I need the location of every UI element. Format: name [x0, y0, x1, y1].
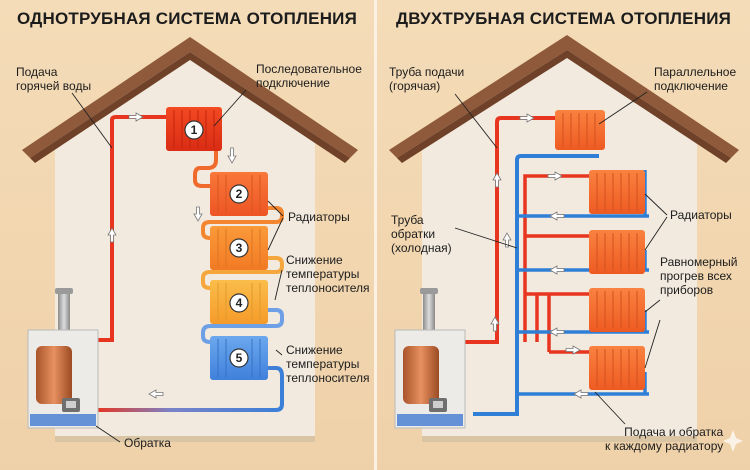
one-pipe-diagram: 1 2 3 4 5: [22, 37, 358, 443]
label-radiators: Радиаторы: [670, 208, 732, 222]
connector-2-3: [201, 206, 284, 240]
label-hot-supply: Подача горячей воды: [16, 65, 92, 93]
house-shadow: [55, 436, 315, 442]
label-serial-connection: Последовательное подключение: [256, 62, 362, 90]
cold-return-riser: [473, 154, 599, 416]
house-shadow: [422, 436, 697, 442]
svg-text:1: 1: [191, 123, 198, 137]
radiator-5: [589, 346, 645, 390]
one-pipe-title: ОДНОТРУБНАЯ СИСТЕМА ОТОПЛЕНИЯ: [16, 9, 358, 28]
label-temp-drop-1: Снижение температуры теплоносителя: [286, 253, 370, 295]
flow-arrow-icon: [490, 113, 589, 399]
radiator-2-number: 2: [229, 184, 249, 204]
two-pipe-panel: ДВУХТРУБНАЯ СИСТЕМА ОТОПЛЕНИЯ: [377, 0, 750, 470]
radiator-3-number: 3: [229, 238, 249, 258]
label-parallel-connection: Параллельное подключение: [654, 65, 737, 93]
hot-supply-pipe: [98, 115, 168, 342]
flow-arrow-icon: [107, 112, 237, 399]
leader-lines: [71, 89, 284, 443]
label-return-pipe: Труба обратки (холодная): [391, 213, 452, 255]
sparkle-icon: [723, 430, 743, 452]
connector-1-2: [193, 148, 218, 188]
label-radiators: Радиаторы: [288, 210, 350, 224]
leader-lines: [454, 91, 668, 425]
label-return: Обратка: [124, 436, 171, 450]
svg-text:5: 5: [236, 351, 243, 365]
radiator-5-number: 5: [229, 348, 249, 368]
radiator-1-number: 1: [184, 120, 204, 140]
two-pipe-title: ДВУХТРУБНАЯ СИСТЕМА ОТОПЛЕНИЯ: [395, 9, 732, 28]
radiator-2: [589, 170, 645, 214]
svg-text:2: 2: [236, 187, 243, 201]
panel-divider: [374, 0, 377, 470]
radiator-top: [555, 110, 605, 150]
boiler: [394, 288, 466, 429]
connector-3-4: [201, 256, 284, 290]
radiator-4: [589, 288, 645, 332]
return-pipe: [96, 366, 284, 412]
label-each-radiator: Подача и обратка к каждому радиатору: [605, 425, 724, 453]
hot-supply-riser: [463, 116, 561, 344]
label-even-heating: Равномерный прогрев всех приборов: [660, 255, 738, 297]
label-temp-drop-2: Снижение температуры теплоносителя: [286, 343, 370, 385]
hot-branches: [523, 174, 589, 354]
boiler: [27, 288, 99, 429]
label-supply-pipe: Труба подачи (горячая): [389, 65, 465, 93]
radiator-3: [589, 230, 645, 274]
svg-text:4: 4: [236, 296, 243, 310]
svg-text:3: 3: [236, 241, 243, 255]
two-pipe-diagram: [389, 35, 743, 452]
one-pipe-panel: ОДНОТРУБНАЯ СИСТЕМА ОТОПЛЕНИЯ: [0, 0, 374, 470]
radiator-4-number: 4: [229, 293, 249, 313]
connector-4-5: [201, 308, 284, 344]
